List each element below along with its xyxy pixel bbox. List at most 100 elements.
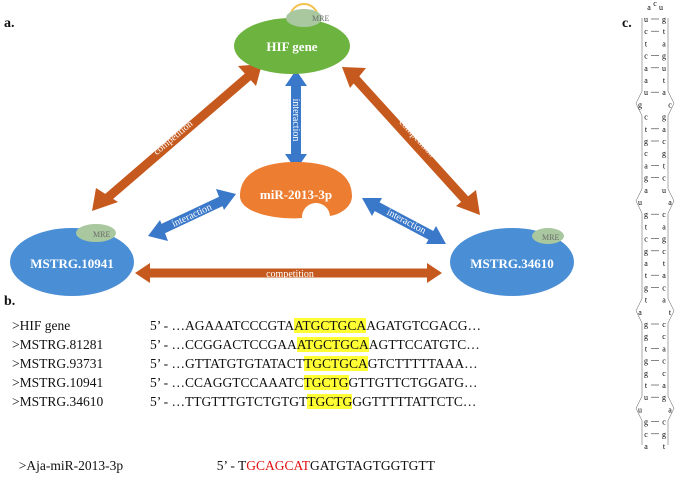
hairpin-left-nt: g — [644, 174, 648, 183]
hairpin-right-nt: g — [662, 149, 666, 158]
hairpin-left-nt: t — [645, 344, 648, 353]
hairpin-loop-nt: a — [647, 3, 651, 12]
hairpin-right-nt: c — [662, 137, 666, 146]
hairpin-loop-nt: c — [653, 0, 657, 8]
hairpin-right-nt: u — [662, 64, 666, 73]
mirna-seed-region: GCAGCAT — [246, 458, 311, 473]
seq-prefix: 5’ - …GTTATGTGTATACT — [150, 356, 304, 371]
hairpin-left-nt: t — [645, 125, 648, 134]
hairpin-right-nt: t — [669, 308, 672, 317]
seq-suffix: GTCTTTTTAAA… — [367, 356, 478, 371]
hairpin-right-nt: a — [662, 381, 666, 390]
seq-prefix: 5’ - …TTGTTTGTCTGTGT — [150, 394, 308, 409]
mirna-seq-suffix: GATGTAGTGGTGTT — [310, 458, 435, 473]
hif-gene-label: HIF gene — [266, 39, 317, 54]
hairpin-left-nt: c — [644, 52, 648, 61]
hairpin-right-nt: c — [662, 320, 666, 329]
hairpin-right-nt: c — [668, 100, 672, 109]
hairpin-left-nt: t — [645, 381, 648, 390]
hairpin-right-nt: a — [662, 296, 666, 305]
competition-arrow-bottom: competition — [135, 263, 442, 283]
hairpin-left-nt: g — [644, 332, 648, 341]
interaction-right-label: interaction — [385, 207, 428, 237]
hairpin-right-nt: a — [662, 344, 666, 353]
hairpin-left-nt: g — [644, 137, 648, 146]
mstrg-10941-label: MSTRG.10941 — [30, 256, 113, 271]
seq-name: >MSTRG.10941 — [12, 375, 104, 390]
hairpin-right-nt: c — [662, 332, 666, 341]
hairpin-left-nt: c — [644, 113, 648, 122]
hairpin-right-nt: a — [662, 39, 666, 48]
hairpin-right-nt: c — [662, 357, 666, 366]
seq-prefix: 5’ - …CCGGACTCCGAA — [150, 337, 297, 352]
mre-label-right: MRE — [542, 233, 559, 242]
sequence-row: >MSTRG.81281 5’ - …CCGGACTCCGAAATGCTGCAAG… — [12, 337, 480, 353]
seq-name: >MSTRG.81281 — [12, 337, 104, 352]
seq-name: >MSTRG.93731 — [12, 356, 104, 371]
hairpin-left-nt: a — [644, 161, 648, 170]
hairpin-right-nt: a — [662, 222, 666, 231]
hairpin-left-nt: a — [644, 64, 648, 73]
seq-prefix: 5’ - …CCAGGTCCAAATC — [150, 375, 304, 390]
mre-sensor-icon-hif — [286, 3, 322, 27]
seq-suffix: AGTTCCATGTC… — [368, 337, 480, 352]
hairpin-right-nt: c — [662, 418, 666, 427]
hairpin-right-nt: a — [662, 125, 666, 134]
seq-match-highlight: ATGCTGCA — [296, 337, 369, 352]
hairpin-backbone-right — [667, 18, 675, 445]
seq-name: >HIF gene — [12, 318, 71, 333]
hairpin-left-nt: a — [644, 186, 648, 195]
hairpin-left-nt: t — [645, 222, 648, 231]
hairpin-left-nt: g — [644, 320, 648, 329]
hairpin-left-nt: g — [644, 418, 648, 427]
hairpin-left-nt: t — [645, 296, 648, 305]
competition-arrow-right: competition — [342, 67, 480, 215]
competition-arrow-left: competition — [92, 64, 262, 211]
hairpin-right-nt: g — [662, 15, 666, 24]
hairpin-left-nt: g — [638, 100, 642, 109]
hairpin-left-nt: t — [645, 39, 648, 48]
hairpin-left-nt: u — [638, 405, 642, 414]
hairpin-right-nt: c — [662, 247, 666, 256]
panel-label-c: c. — [622, 16, 632, 31]
seq-match-highlight: ATGCTGCA — [294, 318, 367, 333]
hairpin-left-nt: g — [644, 210, 648, 219]
hairpin-left-nt: t — [645, 271, 648, 280]
hairpin-right-nt: g — [662, 52, 666, 61]
hairpin-right-nt: g — [662, 113, 666, 122]
hairpin-right-nt: g — [662, 430, 666, 439]
hairpin-right-nt: t — [663, 259, 666, 268]
mre-label-left: MRE — [93, 230, 110, 239]
competition-left-label: competition — [152, 119, 196, 158]
hairpin-left-nt: c — [644, 430, 648, 439]
hairpin-right-nt: c — [662, 369, 666, 378]
hairpin-right-nt: c — [662, 210, 666, 219]
mre-label-hif: MRE — [312, 14, 329, 23]
hairpin-right-nt: c — [662, 174, 666, 183]
panel-label-b: b. — [4, 294, 16, 309]
hairpin-right-nt: t — [663, 27, 666, 36]
panel-label-a: a. — [4, 16, 15, 31]
hif-gene-node: MRE HIF gene — [234, 3, 350, 74]
interaction-arrow-top: interaction — [285, 70, 307, 170]
mirna-node: miR-2013-3p — [240, 162, 352, 219]
hairpin-left-nt: a — [644, 442, 648, 451]
hairpin-backbone-left — [635, 18, 643, 445]
hairpin-loop-nt: u — [659, 3, 663, 12]
seq-suffix: GTTGTTCTGGATG… — [348, 375, 478, 390]
seq-name: >MSTRG.34610 — [12, 394, 104, 409]
hairpin-left-nt: g — [644, 369, 648, 378]
hairpin-right-nt: t — [663, 161, 666, 170]
hairpin-right-nt: u — [662, 186, 666, 195]
hairpin-left-nt: c — [644, 149, 648, 158]
seq-suffix: GGTTTTTATTCTC… — [352, 394, 477, 409]
hairpin-left-nt: u — [644, 88, 648, 97]
seq-prefix: 5’ - …AGAAATCCCGTA — [150, 318, 295, 333]
hairpin-right-nt: g — [662, 393, 666, 402]
